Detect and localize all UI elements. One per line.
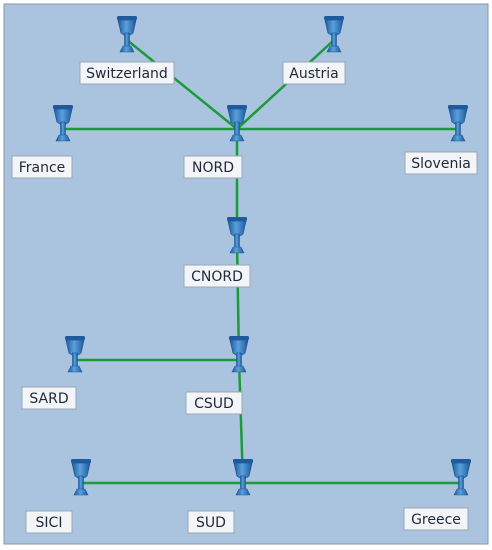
- node-label-text: NORD: [192, 160, 234, 176]
- label-box: [187, 510, 235, 534]
- node-label-sud: SUD: [187, 510, 235, 534]
- node-label-austria: Austria: [282, 61, 346, 85]
- label-box: [282, 61, 346, 85]
- label-box: [183, 264, 251, 288]
- node-label-slovenia: Slovenia: [404, 151, 478, 175]
- node-label-text: Slovenia: [411, 156, 471, 172]
- node-label-text: SICI: [36, 515, 63, 531]
- label-box: [183, 155, 243, 179]
- switzerland-trophy-cup-icon[interactable]: [117, 16, 137, 53]
- node-label-text: SUD: [196, 515, 226, 531]
- france-trophy-cup-icon[interactable]: [53, 105, 73, 142]
- label-box: [25, 510, 73, 534]
- sici-trophy-cup-icon[interactable]: [71, 459, 91, 496]
- node-label-france: France: [11, 155, 73, 179]
- node-label-text: Switzerland: [86, 66, 168, 82]
- austria-trophy-cup-icon[interactable]: [324, 16, 344, 53]
- node-label-text: Greece: [411, 512, 461, 528]
- node-label-text: CSUD: [194, 396, 234, 412]
- link-switzerland-nord: [125, 38, 239, 131]
- node-label-text: Austria: [289, 66, 338, 82]
- node-label-sici: SICI: [25, 510, 73, 534]
- slovenia-trophy-cup-icon[interactable]: [448, 105, 468, 142]
- node-label-switzerland: Switzerland: [79, 61, 175, 85]
- label-box: [185, 391, 243, 415]
- node-label-text: SARD: [29, 391, 68, 407]
- label-box: [403, 507, 469, 531]
- node-label-sard: SARD: [21, 386, 77, 410]
- node-label-text: France: [19, 160, 66, 176]
- node-label-greece: Greece: [403, 507, 469, 531]
- cnord-trophy-cup-icon[interactable]: [227, 217, 247, 254]
- label-box: [21, 386, 77, 410]
- label-box: [404, 151, 478, 175]
- greece-trophy-cup-icon[interactable]: [451, 459, 471, 496]
- sard-trophy-cup-icon[interactable]: [65, 336, 85, 373]
- node-label-csud: CSUD: [185, 391, 243, 415]
- label-box: [11, 155, 73, 179]
- node-label-text: CNORD: [191, 269, 243, 285]
- sud-trophy-cup-icon[interactable]: [233, 459, 253, 496]
- nord-trophy-cup-icon[interactable]: [227, 105, 247, 142]
- node-label-cnord: CNORD: [183, 264, 251, 288]
- label-box: [79, 61, 175, 85]
- csud-trophy-cup-icon[interactable]: [229, 336, 249, 373]
- node-label-nord: NORD: [183, 155, 243, 179]
- nodes-layer: [53, 16, 471, 496]
